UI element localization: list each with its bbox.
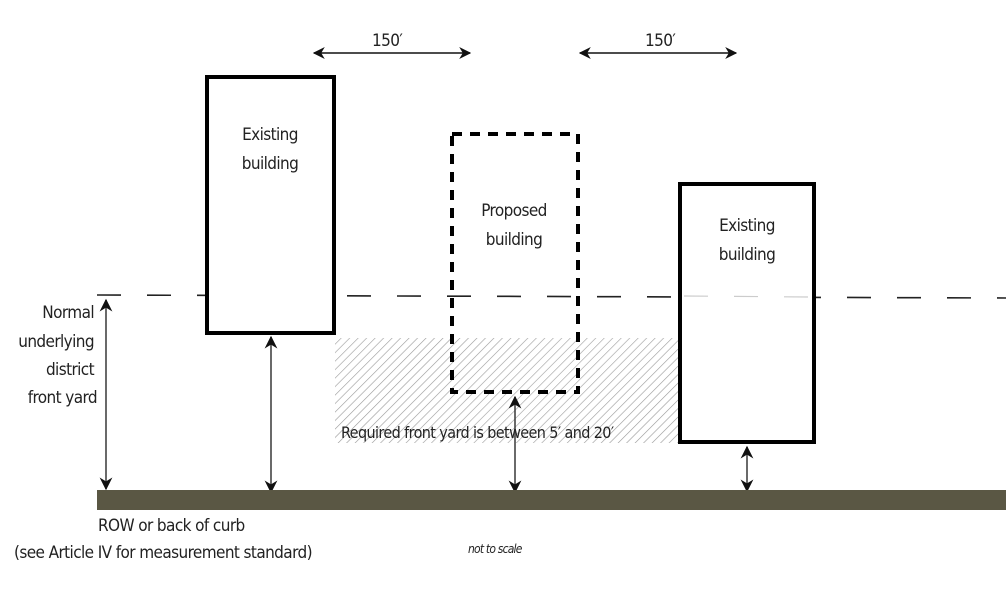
proposed-building [450,132,580,394]
existing-building-right [678,182,816,444]
front-yard-label-4: front yard [28,388,97,408]
existing-building-left-label-1: Existing [242,125,298,145]
setback-line-ghost [683,295,811,298]
curb-line [97,490,1006,510]
existing-building-left-label-2: building [242,154,298,174]
proposed-building-label-2: building [486,230,542,250]
existing-building-right-label-2: building [719,245,775,265]
front-yard-label-3: district [46,360,95,380]
proposed-building-label-1: Proposed [481,201,547,221]
curb-label-1: ROW or back of curb [98,516,245,536]
existing-building-right-label-1: Existing [719,216,775,236]
scale-note: not to scale [468,542,523,556]
front-yard-label-2: underlying [18,332,94,352]
curb-label-2: (see Article IV for measurement standard… [14,543,312,563]
dimension-label-left: 150′ [372,31,403,51]
front-yard-label-1: Normal [42,303,94,323]
existing-building-left [205,75,336,335]
required-front-yard-note: Required front yard is between 5′ and 20… [341,423,614,442]
dimension-label-right: 150′ [645,31,676,51]
